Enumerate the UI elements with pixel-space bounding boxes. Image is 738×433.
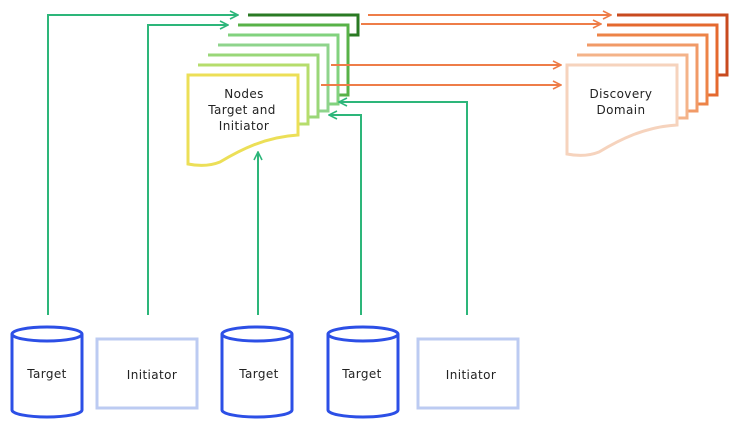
connector-target-3-to-nodes	[329, 115, 362, 315]
orange-connectors	[321, 15, 611, 85]
green-connectors	[47, 15, 468, 315]
initiator-box	[416, 337, 520, 410]
target-label: Target	[341, 367, 382, 381]
target-cylinder-top	[10, 325, 84, 343]
target-label: Target	[238, 367, 279, 381]
discovery-doc-front	[565, 63, 679, 157]
nodes-document-stack: Nodes Target and Initiator	[186, 13, 360, 167]
discovery-label-line2: Domain	[597, 103, 646, 117]
target-label: Target	[26, 367, 67, 381]
target-device-3: Target	[326, 325, 400, 419]
discovery-label-line1: Discovery	[590, 87, 653, 101]
connector-initiator-2-to-nodes	[339, 102, 468, 315]
target-device-2: Target	[220, 325, 294, 419]
target-device-1: Target	[10, 325, 84, 419]
connector-initiator-1-to-nodes	[147, 25, 228, 315]
target-cylinder-icon	[220, 334, 294, 419]
initiator-device-2: Initiator	[416, 337, 520, 410]
nodes-label-line2: Target and	[207, 103, 276, 117]
nodes-label-line3: Initiator	[219, 119, 269, 133]
target-cylinder-top	[220, 325, 294, 343]
target-cylinder-top	[326, 325, 400, 343]
nodes-doc-front	[186, 73, 300, 167]
initiator-label: Initiator	[127, 368, 177, 382]
initiator-box	[95, 337, 199, 410]
initiator-label: Initiator	[446, 368, 496, 382]
initiator-device-1: Initiator	[95, 337, 199, 410]
connector-target-1-to-nodes	[47, 15, 238, 315]
nodes-label-line1: Nodes	[224, 87, 264, 101]
target-cylinder-icon	[10, 334, 84, 419]
discovery-document-stack: Discovery Domain	[565, 13, 729, 157]
target-cylinder-icon	[326, 334, 400, 419]
